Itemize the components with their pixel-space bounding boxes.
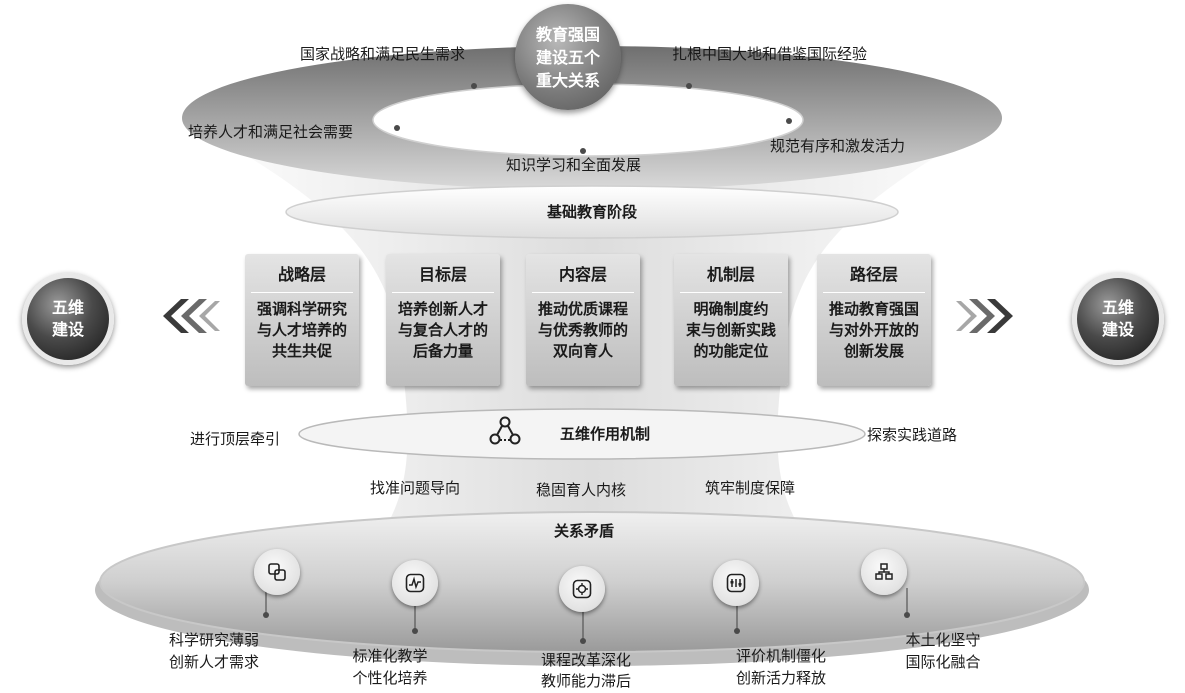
layer-body: 明确制度约 束与创新实践 的功能定位 xyxy=(685,300,776,360)
layer-title: 战略层 xyxy=(277,265,326,284)
chevron-left-icon xyxy=(163,299,220,333)
layer-divider xyxy=(532,292,634,293)
layer-divider xyxy=(392,292,494,293)
relation-dot xyxy=(471,83,477,89)
top-center-orb: 教育强国 建设五个 重大关系 xyxy=(515,4,621,110)
contradiction-dot xyxy=(904,612,910,618)
contradiction-dot xyxy=(263,612,269,618)
sliders-icon xyxy=(713,560,759,606)
left-orb: 五维 建设 xyxy=(22,273,114,365)
contradiction-label: 本土化坚守 国际化融合 xyxy=(905,631,981,671)
mechanism-label: 五维作用机制 xyxy=(560,425,651,443)
layer-title: 机制层 xyxy=(706,265,755,284)
layer-card-mechanism: 机制层 明确制度约 束与创新实践 的功能定位 xyxy=(674,254,788,386)
layer-card-content: 内容层 推动优质课程 与优秀教师的 双向育人 xyxy=(526,254,640,386)
layer-title: 路径层 xyxy=(849,265,898,284)
layer-body: 强调科学研究 与人才培养的 共生共促 xyxy=(256,300,347,360)
mechanism-left-label: 进行顶层牵引 xyxy=(190,430,281,448)
layer-title: 目标层 xyxy=(418,265,467,284)
layer-body: 培养创新人才 与复合人才的 后备力量 xyxy=(397,300,488,360)
contradiction-dot xyxy=(734,628,740,634)
layer-divider xyxy=(251,292,353,293)
network-icon xyxy=(489,416,521,445)
right-orb: 五维 建设 xyxy=(1072,273,1164,365)
mechanism-item: 找准问题导向 xyxy=(370,479,461,497)
layer-card-path: 路径层 推动教育强国 与对外开放的 创新发展 xyxy=(817,254,931,386)
contradiction-label: 标准化教学 个性化培养 xyxy=(352,647,428,687)
mechanism-ring xyxy=(298,408,866,460)
contradiction-label: 评价机制僵化 创新活力释放 xyxy=(735,647,826,687)
pulse-icon xyxy=(392,560,438,606)
layer-divider xyxy=(680,292,782,293)
mechanism-item: 稳固育人内核 xyxy=(536,481,627,499)
layer-body: 推动优质课程 与优秀教师的 双向育人 xyxy=(537,300,628,360)
mechanism-right-label: 探索实践道路 xyxy=(867,426,958,444)
relation-label: 知识学习和全面发展 xyxy=(506,156,642,174)
layer-body: 推动教育强国 与对外开放的 创新发展 xyxy=(828,300,919,360)
contradiction-dot xyxy=(412,628,418,634)
gear-badge-icon xyxy=(559,566,605,612)
relation-dot xyxy=(686,83,692,89)
contradiction-title: 关系矛盾 xyxy=(553,522,614,540)
layer-title: 内容层 xyxy=(558,265,607,284)
layer-card-goal: 目标层 培养创新人才 与复合人才的 后备力量 xyxy=(386,254,500,386)
overlap-squares-icon xyxy=(254,549,300,595)
relation-dot xyxy=(394,125,400,131)
relation-dot xyxy=(786,118,792,124)
stage-label: 基础教育阶段 xyxy=(546,203,637,221)
hierarchy-icon xyxy=(861,549,907,595)
relation-label: 扎根中国大地和借鉴国际经验 xyxy=(672,45,868,63)
relation-label: 规范有序和激发活力 xyxy=(770,137,906,155)
relation-dot xyxy=(580,148,586,154)
contradiction-label: 科学研究薄弱 创新人才需求 xyxy=(168,631,259,671)
stage-ring xyxy=(285,185,899,239)
right-orb-label: 五维 建设 xyxy=(1101,298,1134,339)
left-orb-label: 五维 建设 xyxy=(51,298,84,339)
relation-label: 培养人才和满足社会需要 xyxy=(188,123,354,141)
layer-card-strategy: 战略层 强调科学研究 与人才培养的 共生共促 xyxy=(245,254,359,386)
top-center-title: 教育强国 建设五个 重大关系 xyxy=(535,24,600,90)
contradiction-dot xyxy=(580,638,586,644)
chevron-right-icon xyxy=(956,299,1013,333)
mechanism-item: 筑牢制度保障 xyxy=(705,479,796,497)
layer-divider xyxy=(823,292,925,293)
contradiction-label: 课程改革深化 教师能力滞后 xyxy=(540,651,631,690)
relation-label: 国家战略和满足民生需求 xyxy=(300,45,466,63)
